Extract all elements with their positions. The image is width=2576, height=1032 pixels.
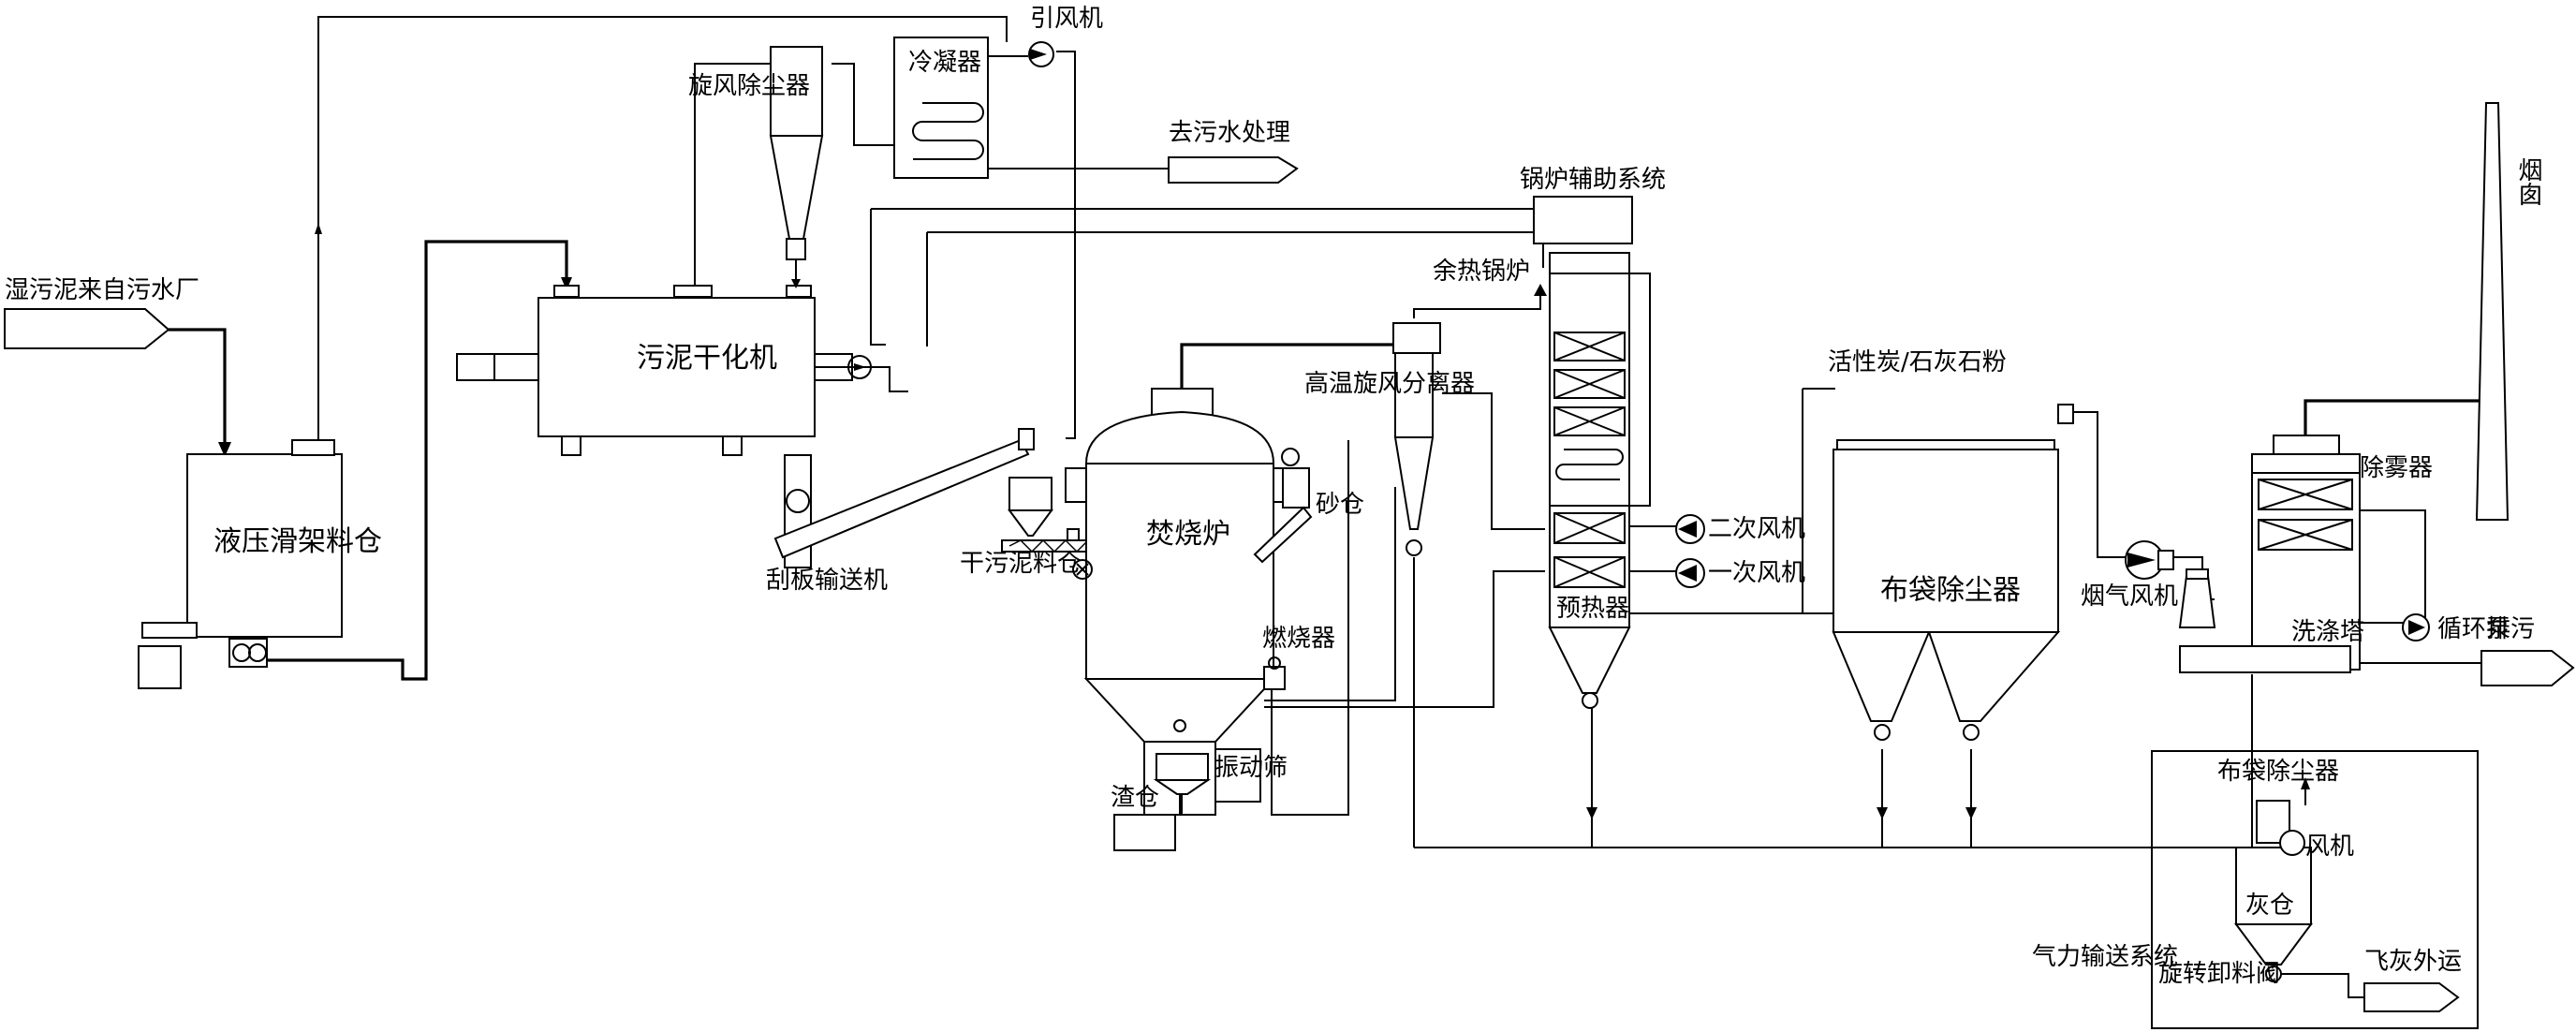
cyclone-dust-collector-label: 旋风除尘器	[688, 72, 810, 100]
primary-fan-label: 一次风机	[1708, 559, 1805, 587]
boiler-aux-system: 锅炉辅助系统	[1520, 166, 1666, 244]
hydraulic-silo: 液压滑架料仓	[138, 439, 382, 689]
sludge-dryer-label: 污泥干化机	[637, 342, 777, 375]
scrubber-label: 洗涤塔	[2291, 618, 2364, 646]
pneumatic-fan-label: 风机	[2305, 833, 2354, 861]
waste-heat-boiler: 余热锅炉	[1433, 252, 1651, 507]
ash-bin-label: 灰仓	[2245, 892, 2294, 920]
carbon-lime-label: 活性炭/石灰石粉	[1828, 348, 2007, 376]
flue-fan-label: 烟气风机	[2081, 582, 2178, 611]
scraper-conveyor: 刮板输送机	[766, 428, 1035, 595]
scraper-conveyor-label: 刮板输送机	[766, 567, 888, 595]
sludge-dryer: 污泥干化机	[456, 285, 908, 456]
pipe-network	[169, 16, 2491, 848]
hot-cyclone: 高温旋风分离器	[1304, 322, 1475, 556]
to-wastewater-arrow: 去污水处理	[1168, 119, 1299, 184]
scrubber-packing	[2258, 479, 2353, 551]
fly-ash-out-label: 飞灰外运	[2364, 948, 2462, 976]
incinerator: 焚烧炉	[1065, 388, 1295, 816]
condenser-label: 冷凝器	[908, 49, 981, 77]
chimney: 烟囱	[2475, 102, 2542, 521]
waste-heat-boiler-label: 余热锅炉	[1433, 258, 1530, 286]
burner-label: 燃烧器	[1262, 625, 1335, 653]
induced-fan: 引风机	[1028, 5, 1103, 67]
sand-bin-label: 砂仓	[1316, 491, 1364, 519]
vibrating-screen: 振动筛	[1153, 719, 1288, 815]
sand-bin: 砂仓	[1253, 448, 1364, 564]
sludge-source-arrow: 湿污泥来自污水厂	[4, 276, 199, 349]
circulation-pump: 循环泵	[2402, 613, 2510, 643]
pneumatic-system-title: 气力输送系统	[2032, 943, 2178, 971]
slag-bin: 渣仓	[1111, 784, 1176, 851]
discharge-label: 排污	[2486, 615, 2535, 643]
sludge-source-label: 湿污泥来自污水厂	[5, 276, 199, 304]
hydraulic-silo-label: 液压滑架料仓	[213, 525, 382, 558]
baghouse-label: 布袋除尘器	[1880, 574, 2021, 607]
preheater: 预热器	[1548, 505, 1631, 709]
secondary-fan: 二次风机	[1675, 514, 1805, 544]
primary-fan: 一次风机	[1675, 558, 1805, 588]
cyclone-dust-collector: 旋风除尘器	[688, 46, 824, 288]
boiler-crossed-sections	[1553, 332, 1626, 436]
rotary-valve-label: 旋转卸料阀	[2158, 960, 2280, 988]
flue-fan: 烟气风机	[2081, 540, 2178, 611]
pneumatic-bag-filter-label: 布袋除尘器	[2217, 758, 2339, 786]
circulation-pump-label: 循环泵	[2437, 615, 2510, 643]
dry-sludge-bin-label: 干污泥料仓	[960, 550, 1082, 578]
pneumatic-conveying-system: 布袋除尘器 风机 灰仓 旋转卸料阀 飞灰外运	[2151, 750, 2479, 1029]
induced-fan-label: 引风机	[1030, 5, 1103, 33]
boiler-aux-label: 锅炉辅助系统	[1520, 166, 1666, 194]
demister: 除雾器	[2360, 454, 2433, 482]
discharge-arrow: 排污	[2480, 615, 2575, 686]
carbon-lime-feed: 活性炭/石灰石粉	[1803, 348, 2007, 390]
to-wastewater-label: 去污水处理	[1169, 119, 1290, 147]
burner: 燃烧器	[1262, 625, 1335, 690]
scrubber: 洗涤塔	[2178, 435, 2364, 673]
baghouse: 布袋除尘器	[1832, 404, 2074, 741]
secondary-fan-label: 二次风机	[1708, 515, 1805, 543]
demister-label: 除雾器	[2360, 454, 2433, 482]
slag-bin-label: 渣仓	[1111, 784, 1159, 812]
vibrating-screen-label: 振动筛	[1214, 754, 1288, 782]
condenser: 冷凝器	[893, 37, 989, 179]
chimney-label: 烟囱	[2514, 157, 2542, 206]
incinerator-label: 焚烧炉	[1146, 518, 1230, 551]
hot-cyclone-label: 高温旋风分离器	[1304, 370, 1475, 398]
preheater-label: 预热器	[1556, 595, 1629, 623]
